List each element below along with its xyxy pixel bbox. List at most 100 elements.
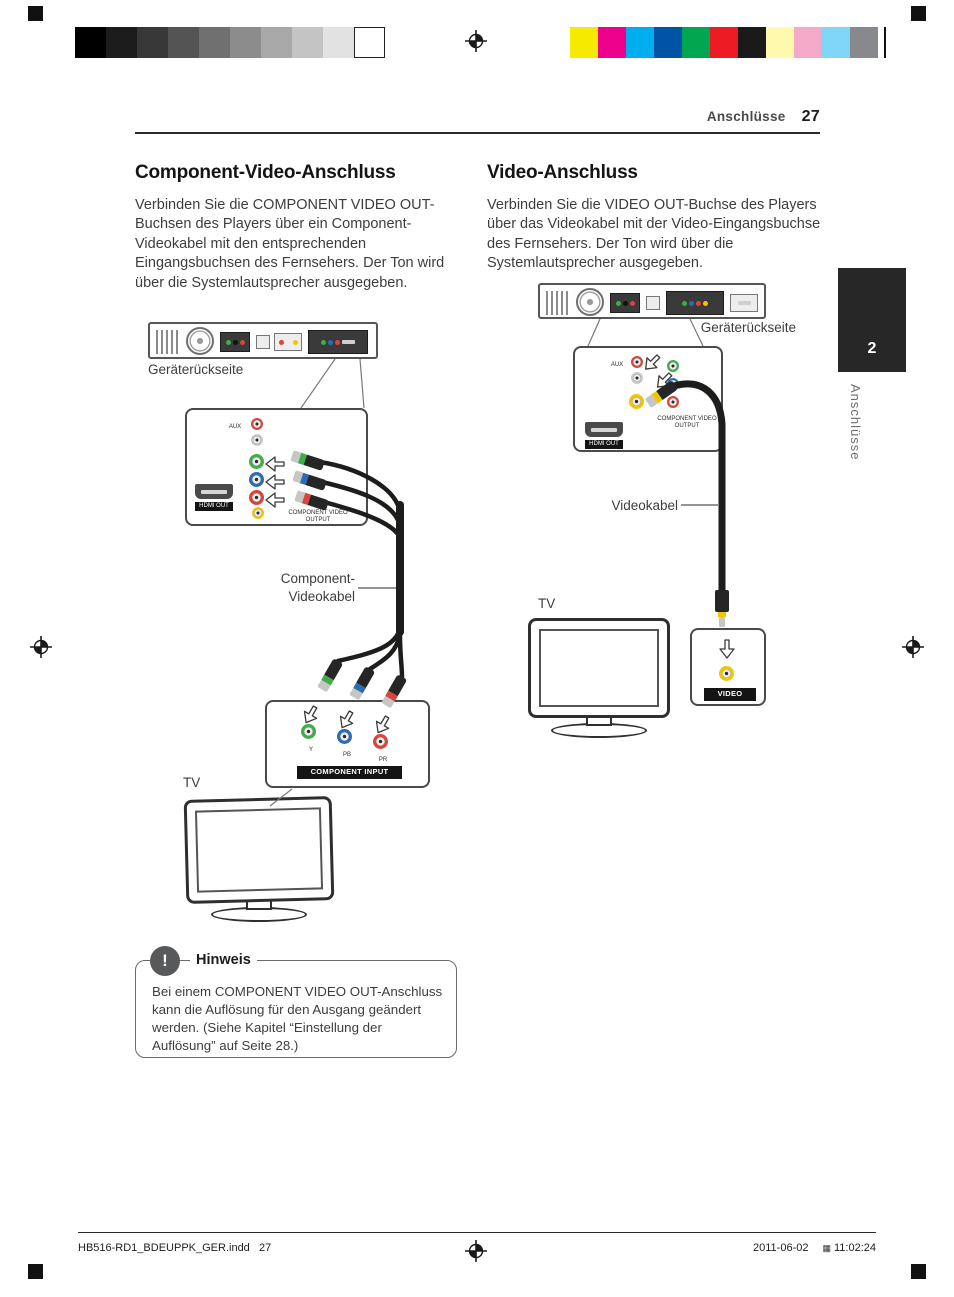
header-rule bbox=[135, 132, 820, 134]
color-calibration-bar bbox=[570, 27, 878, 58]
aux-jack-block bbox=[274, 333, 302, 351]
hdmi-jack-block bbox=[730, 294, 758, 312]
color-swatch bbox=[738, 27, 766, 58]
component-input-bar-label: COMPONENT INPUT bbox=[297, 766, 402, 779]
video-cable-label: Videokabel bbox=[611, 498, 678, 513]
chapter-number: 2 bbox=[867, 340, 877, 357]
component-pr-jack bbox=[667, 396, 679, 408]
aux-left-jack bbox=[631, 372, 643, 384]
component-output-label: COMPONENT VIDEO OUTPUT bbox=[288, 510, 348, 523]
video-plug bbox=[715, 590, 729, 627]
color-swatch bbox=[654, 27, 682, 58]
component-output-jack-block bbox=[308, 330, 368, 354]
hdmi-port-icon bbox=[585, 422, 623, 437]
tv-video-jack bbox=[719, 666, 734, 681]
cooling-fan-icon bbox=[576, 288, 604, 316]
footer-rule bbox=[78, 1232, 876, 1233]
page-number: 27 bbox=[801, 108, 820, 125]
gray-swatch bbox=[354, 27, 385, 58]
aux-label: AUX bbox=[228, 424, 242, 430]
hdmi-port-icon bbox=[195, 484, 233, 499]
hdmi-out-label: HDMI OUT bbox=[585, 440, 623, 449]
tv-screen bbox=[194, 807, 324, 893]
component-input-zoom-box: Y PB PR COMPONENT INPUT bbox=[265, 700, 430, 788]
footer-time: 11:02:24 bbox=[833, 1242, 876, 1254]
component-cable-label-line2: Videokabel bbox=[288, 588, 355, 604]
pb-jack-label: PB bbox=[342, 752, 351, 758]
component-y-jack bbox=[249, 454, 264, 469]
tv-stand-neck bbox=[246, 900, 272, 910]
registration-mark-right bbox=[901, 635, 925, 659]
component-section-title: Component-Video-Anschluss bbox=[135, 162, 396, 183]
antenna-jack-block bbox=[646, 296, 660, 310]
component-pb-jack bbox=[249, 472, 264, 487]
gray-swatch bbox=[199, 27, 230, 58]
page-header: Anschlüsse 27 bbox=[135, 108, 820, 126]
color-swatch bbox=[626, 27, 654, 58]
grayscale-calibration-bar bbox=[75, 27, 385, 58]
component-y-jack bbox=[667, 360, 679, 372]
gray-swatch bbox=[106, 27, 137, 58]
crop-mark bbox=[911, 6, 926, 21]
aux-label: AUX bbox=[610, 362, 624, 368]
rear-panel-label: Geräterückseite bbox=[700, 320, 796, 335]
gray-swatch bbox=[292, 27, 323, 58]
video-section-body: Verbinden Sie die VIDEO OUT-Buchse des P… bbox=[487, 197, 821, 272]
hdmi-out-label: HDMI OUT bbox=[195, 502, 233, 511]
note-box: Bei einem COMPONENT VIDEO OUT-Anschluss … bbox=[135, 960, 457, 1058]
player-rear-panel-illustration bbox=[538, 283, 766, 319]
tv-pb-jack bbox=[337, 729, 352, 744]
aux-left-jack bbox=[251, 434, 263, 446]
tv-screen bbox=[539, 629, 659, 707]
chapter-vertical-label: Anschlüsse bbox=[848, 384, 863, 461]
gray-swatch bbox=[323, 27, 354, 58]
y-jack-label: Y bbox=[308, 747, 313, 753]
video-input-zoom-box: VIDEO bbox=[690, 628, 766, 706]
header-section-label: Anschlüsse bbox=[706, 109, 786, 124]
color-swatch bbox=[682, 27, 710, 58]
color-swatch bbox=[822, 27, 850, 58]
crop-mark bbox=[28, 6, 43, 21]
gray-swatch bbox=[168, 27, 199, 58]
footer-timestamp: 2011-06-02 ▦11:02:24 bbox=[560, 1242, 876, 1254]
gray-swatch bbox=[137, 27, 168, 58]
color-swatch bbox=[598, 27, 626, 58]
color-swatch bbox=[570, 27, 598, 58]
player-rear-panel-illustration bbox=[148, 322, 378, 359]
tv-stand-neck bbox=[586, 716, 612, 726]
vent-grille bbox=[156, 330, 180, 354]
crop-mark bbox=[28, 1264, 43, 1279]
component-cable-label: Component- Videokabel bbox=[243, 570, 355, 606]
tv-illustration bbox=[183, 796, 335, 904]
component-cable-label-line1: Component- bbox=[280, 571, 355, 586]
component-plug-blue bbox=[349, 666, 376, 701]
antenna-jack-block bbox=[256, 335, 270, 349]
component-plug-green bbox=[317, 658, 344, 693]
vent-grille bbox=[546, 291, 570, 315]
gray-swatch bbox=[261, 27, 292, 58]
footer-am-glyph: ▦ bbox=[822, 1243, 831, 1253]
color-swatch bbox=[766, 27, 794, 58]
color-swatch bbox=[710, 27, 738, 58]
note-title: Hinweis bbox=[190, 952, 257, 968]
video-bar-label: VIDEO bbox=[704, 688, 756, 701]
note-body: Bei einem COMPONENT VIDEO OUT-Anschluss … bbox=[152, 984, 443, 1054]
footer-date: 2011-06-02 bbox=[753, 1242, 809, 1254]
calibration-bar-end-mark bbox=[884, 27, 886, 58]
speaker-terminal-block bbox=[610, 293, 640, 313]
component-section-body: Verbinden Sie die COMPONENT VIDEO OUT-Bu… bbox=[135, 197, 445, 291]
tv-illustration bbox=[528, 618, 670, 718]
aux-right-jack bbox=[251, 418, 263, 430]
aux-right-jack bbox=[631, 356, 643, 368]
chapter-tab: 2 bbox=[838, 268, 906, 372]
cooling-fan-icon bbox=[186, 327, 214, 355]
component-pr-jack bbox=[249, 490, 264, 505]
speaker-terminal-block bbox=[220, 332, 250, 352]
video-section-title: Video-Anschluss bbox=[487, 162, 638, 183]
color-swatch bbox=[794, 27, 822, 58]
tv-y-jack bbox=[301, 724, 316, 739]
rear-panel-label: Geräterückseite bbox=[148, 362, 244, 377]
registration-mark-left bbox=[29, 635, 53, 659]
